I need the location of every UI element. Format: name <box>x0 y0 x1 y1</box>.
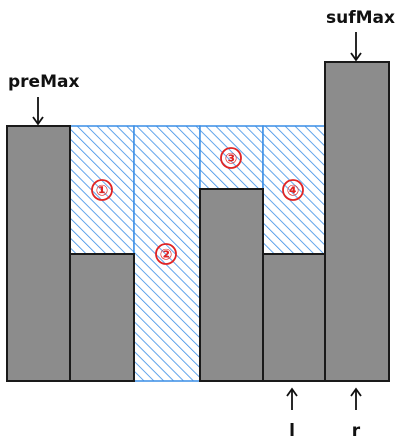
marker-3-label: ③ <box>225 150 238 168</box>
water-region-1 <box>69 125 135 255</box>
premax-label: preMax <box>8 72 79 92</box>
right-pointer-label: r <box>352 421 361 441</box>
bar-5 <box>262 253 326 382</box>
bar-6 <box>324 61 390 382</box>
marker-4-label: ④ <box>287 182 300 200</box>
marker-3: ③ <box>220 147 242 169</box>
bar-4 <box>199 188 264 382</box>
marker-1-label: ① <box>96 182 109 200</box>
marker-2-label: ② <box>160 246 173 264</box>
water-region-2 <box>133 125 201 382</box>
premax-arrow <box>32 97 44 126</box>
sufmax-arrow <box>350 32 362 62</box>
bar-1 <box>6 125 71 382</box>
left-pointer-label: l <box>289 421 295 441</box>
bar-2 <box>69 253 135 382</box>
left-pointer-arrow <box>286 387 298 410</box>
right-pointer-arrow <box>350 387 362 410</box>
marker-2: ② <box>155 243 177 265</box>
marker-1: ① <box>91 179 113 201</box>
marker-4: ④ <box>282 179 304 201</box>
sufmax-label: sufMax <box>326 8 395 28</box>
